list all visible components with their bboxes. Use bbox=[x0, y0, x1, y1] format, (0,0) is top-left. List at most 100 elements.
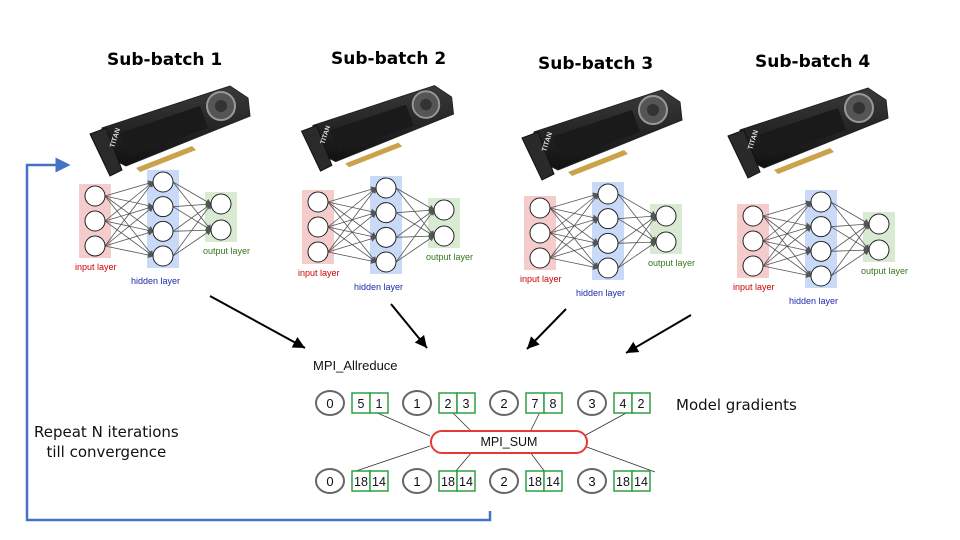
sum-connector-line bbox=[454, 451, 473, 473]
gpu-connector bbox=[345, 142, 403, 168]
edge bbox=[104, 180, 154, 197]
sub-batch-1-title: Sub-batch 1 bbox=[107, 50, 223, 70]
edge bbox=[830, 223, 870, 252]
gradient-cell bbox=[631, 392, 651, 414]
edge bbox=[549, 241, 599, 259]
edge bbox=[830, 226, 870, 251]
gradient-value: 7 bbox=[532, 397, 539, 411]
edge bbox=[762, 249, 812, 267]
rank-node bbox=[315, 390, 345, 416]
edge bbox=[762, 200, 812, 217]
edge bbox=[617, 241, 657, 269]
edge bbox=[830, 249, 870, 277]
output-node bbox=[655, 205, 677, 227]
mpi-allreduce-title: MPI_Allreduce bbox=[313, 358, 398, 373]
output-node bbox=[210, 219, 232, 241]
output-node bbox=[655, 231, 677, 253]
rank-label: 3 bbox=[588, 474, 595, 489]
edge bbox=[549, 193, 599, 234]
hidden-node bbox=[375, 251, 397, 273]
rank-node bbox=[402, 468, 432, 494]
gradient-value: 4 bbox=[620, 397, 627, 411]
repeat-iterations-label: Repeat N iterations till convergence bbox=[34, 422, 179, 462]
arrow-batch-3 bbox=[526, 308, 567, 350]
edge bbox=[395, 187, 435, 237]
rank-label: 0 bbox=[326, 474, 333, 489]
sub-batch-2-title: Sub-batch 2 bbox=[331, 49, 447, 69]
edge bbox=[104, 181, 154, 222]
edge bbox=[172, 181, 212, 231]
rank-node bbox=[577, 468, 607, 494]
hidden-node bbox=[597, 257, 619, 279]
hidden-node bbox=[597, 208, 619, 230]
gradient-cell bbox=[631, 470, 651, 492]
edge bbox=[830, 201, 870, 251]
edge bbox=[762, 265, 812, 278]
gradient-value: 5 bbox=[358, 397, 365, 411]
hidden-node bbox=[810, 216, 832, 238]
input-node bbox=[84, 235, 106, 257]
gpu-bracket bbox=[521, 131, 555, 181]
edge bbox=[327, 251, 377, 264]
edge bbox=[172, 229, 212, 257]
gradient-value: 18 bbox=[528, 475, 542, 489]
gradient-value: 1 bbox=[376, 397, 383, 411]
input-node bbox=[307, 191, 329, 213]
edge bbox=[327, 212, 377, 253]
gpu-card-icon: TITAN bbox=[521, 89, 683, 181]
rank-node bbox=[489, 468, 519, 494]
sub-batch-4-title: Sub-batch 4 bbox=[755, 52, 871, 72]
arrow-batch-1 bbox=[209, 295, 306, 349]
rank-label: 1 bbox=[413, 396, 420, 411]
sum-connector-line bbox=[374, 411, 431, 437]
gpu-connector bbox=[774, 148, 834, 174]
edge bbox=[395, 209, 435, 263]
rank-node bbox=[577, 390, 607, 416]
hidden-node bbox=[375, 177, 397, 199]
edge bbox=[104, 245, 154, 258]
edge bbox=[172, 206, 212, 231]
edge bbox=[104, 229, 154, 247]
output-layer-label: output layer bbox=[861, 266, 908, 276]
gradient-cell bbox=[543, 392, 563, 414]
edge bbox=[617, 218, 657, 243]
input-node bbox=[307, 241, 329, 263]
edge bbox=[172, 201, 212, 208]
rank-node bbox=[315, 468, 345, 494]
edge bbox=[395, 212, 435, 237]
edge bbox=[762, 226, 812, 267]
edge bbox=[830, 221, 870, 228]
edge bbox=[617, 215, 657, 269]
gradient-value: 18 bbox=[616, 475, 630, 489]
output-layer-label: output layer bbox=[648, 258, 695, 268]
input-node bbox=[742, 230, 764, 252]
gradient-value: 14 bbox=[372, 475, 386, 489]
gpu-heatsink bbox=[120, 106, 208, 156]
hidden-node bbox=[375, 226, 397, 248]
input-layer-label: input layer bbox=[733, 282, 775, 292]
gpu-connector bbox=[136, 146, 196, 172]
edge bbox=[549, 192, 599, 209]
gradient-cell bbox=[456, 470, 476, 492]
gradient-cell bbox=[456, 392, 476, 414]
sum-connector-line bbox=[583, 445, 656, 473]
rank-node bbox=[402, 390, 432, 416]
sum-connector-line bbox=[529, 451, 546, 473]
edge bbox=[395, 235, 435, 263]
rank-label: 2 bbox=[500, 474, 507, 489]
gradient-value: 18 bbox=[441, 475, 455, 489]
gpu-fan-hub bbox=[215, 100, 227, 112]
input-node bbox=[742, 205, 764, 227]
edge bbox=[327, 235, 377, 253]
edge bbox=[172, 181, 212, 205]
arrow-batch-2 bbox=[390, 303, 428, 349]
output-layer-label: output layer bbox=[203, 246, 250, 256]
gradient-value: 3 bbox=[463, 397, 470, 411]
hidden-node bbox=[810, 240, 832, 262]
